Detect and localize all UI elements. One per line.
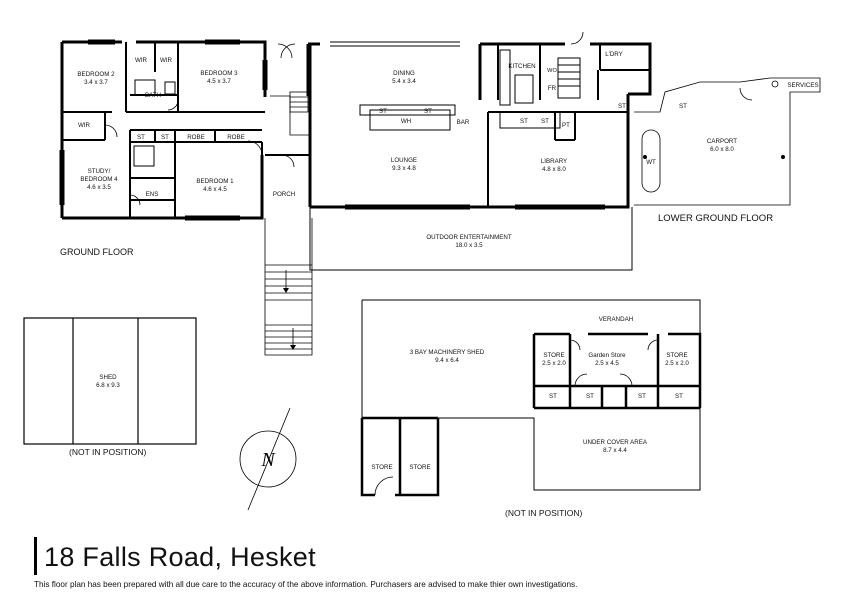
st1-label: ST <box>137 134 145 141</box>
garden-size: 2.5 x 4.5 <box>595 360 619 367</box>
shed-size: 6.8 x 9.3 <box>96 382 120 389</box>
dining-name: DINING <box>393 70 415 77</box>
lounge-size: 9.3 x 4.8 <box>392 165 416 172</box>
ldry-label: L'DRY <box>605 51 623 58</box>
st5-label: ST <box>618 103 626 110</box>
porch-label: PORCH <box>273 191 295 198</box>
fr-label: FR <box>548 85 557 92</box>
bedroom1-size: 4.6 x 4.5 <box>203 186 227 193</box>
wir2-label: WIR <box>160 57 173 64</box>
study-name2: BEDROOM 4 <box>80 176 118 183</box>
st12-label: ST <box>675 393 683 400</box>
st7-label: ST <box>541 118 549 125</box>
undercover-name: UNDER COVER AREA <box>583 439 648 446</box>
compass <box>239 407 297 511</box>
shed-not-in-position: (NOT IN POSITION) <box>69 447 147 457</box>
ens-label: ENS <box>146 191 159 198</box>
bath-label: BATH <box>145 92 161 99</box>
machinery-size: 9.4 x 6.4 <box>435 357 459 364</box>
st9-label: ST <box>549 393 557 400</box>
robe1-label: ROBE <box>187 134 205 141</box>
title-accent-bar <box>34 537 37 575</box>
garden-store-walls <box>532 332 702 410</box>
st4-label: ST <box>424 108 432 115</box>
undercover-size: 8.7 x 4.4 <box>603 447 627 454</box>
room-labels: BEDROOM 2 3.4 x 3.7 WIR WIR BEDROOM 3 4.… <box>77 51 818 471</box>
st10-label: ST <box>586 393 594 400</box>
library-name: LIBRARY <box>541 158 567 165</box>
shed-outline <box>23 317 197 445</box>
lower-ground-floor-caption: LOWER GROUND FLOOR <box>658 213 774 224</box>
compass-north-letter: N <box>260 449 276 471</box>
dining-size: 5.4 x 3.4 <box>392 78 416 85</box>
bedroom2-size: 3.4 x 3.7 <box>84 79 108 86</box>
lounge-name: LOUNGE <box>391 157 417 164</box>
study-name: STUDY/ <box>88 168 111 175</box>
outdoor-entertainment-outline <box>309 207 633 271</box>
carport-size: 6.0 x 8.0 <box>710 146 734 153</box>
sheds-not-in-position: (NOT IN POSITION) <box>505 508 583 518</box>
disclaimer-text: This floor plan has been prepared with a… <box>34 580 578 589</box>
carport-name: CARPORT <box>707 138 737 145</box>
machinery-name: 3 BAY MACHINERY SHED <box>410 349 485 356</box>
wt-label: WT <box>646 159 656 166</box>
bedroom2-name: BEDROOM 2 <box>77 71 115 78</box>
library-size: 4.8 x 8.0 <box>542 166 566 173</box>
st11-label: ST <box>638 393 646 400</box>
windows <box>59 39 605 221</box>
wo-label: WO <box>547 68 557 74</box>
carport-outline <box>634 77 821 206</box>
robe2-label: ROBE <box>227 134 245 141</box>
wh-label: WH <box>401 118 411 125</box>
outdoor-size: 18.0 x 3.5 <box>455 242 483 249</box>
machinery-shed-outline <box>361 299 701 491</box>
bar-label: BAR <box>457 119 470 126</box>
bedroom3-size: 4.5 x 3.7 <box>207 78 231 85</box>
garden-store-doors <box>569 339 659 387</box>
pt-label: PT <box>562 122 570 129</box>
st2-label: ST <box>161 134 169 141</box>
st3-label: ST <box>379 108 387 115</box>
store4-label: STORE <box>409 464 430 471</box>
store2-size: 2.5 x 2.0 <box>665 360 689 367</box>
wir1-label: WIR <box>135 57 148 64</box>
doors <box>104 31 584 206</box>
verandah-label: VERANDAH <box>599 316 633 323</box>
wir3-label: WIR <box>78 122 91 129</box>
store1-name: STORE <box>543 352 564 359</box>
bedroom3-name: BEDROOM 3 <box>200 70 238 77</box>
stores-walls <box>360 416 440 497</box>
st6-label: ST <box>520 118 528 125</box>
ground-floor-caption: GROUND FLOOR <box>60 247 134 257</box>
garden-name: Garden Store <box>588 352 626 359</box>
kitchen-label: KITCHEN <box>508 63 535 70</box>
study-size: 4.6 x 3.5 <box>87 184 111 191</box>
st8-label: ST <box>679 103 687 110</box>
front-stairs <box>264 218 313 356</box>
fixtures <box>133 49 581 167</box>
services-label: SERVICES <box>787 82 818 89</box>
store1-size: 2.5 x 2.0 <box>542 360 566 367</box>
entry-steps <box>270 91 310 136</box>
shed-name: SHED <box>99 374 117 381</box>
store2-name: STORE <box>666 352 687 359</box>
page-title: 18 Falls Road, Hesket <box>44 542 316 572</box>
outdoor-name: OUTDOOR ENTERTAINMENT <box>426 234 512 241</box>
store3-label: STORE <box>371 464 392 471</box>
bedroom1-name: BEDROOM 1 <box>196 178 234 185</box>
